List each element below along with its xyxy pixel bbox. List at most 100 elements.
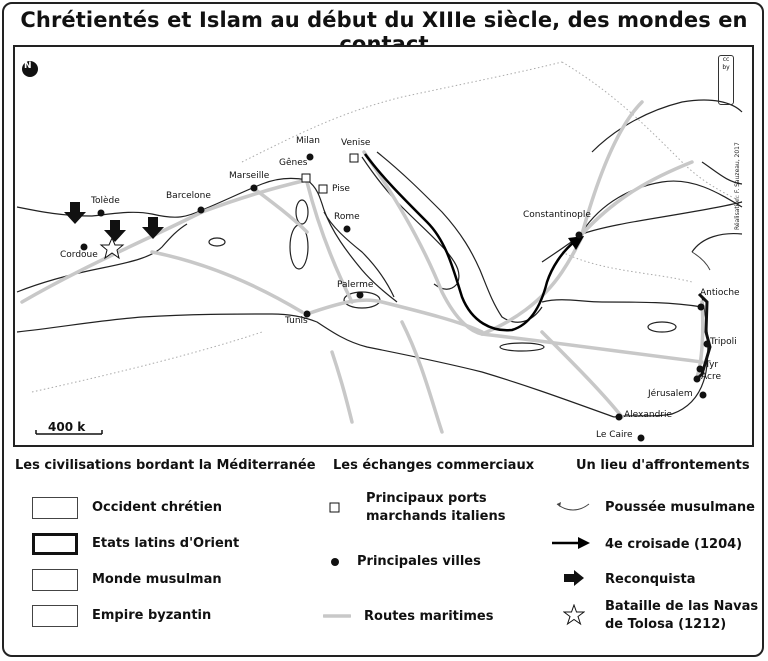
port-genes bbox=[301, 173, 311, 183]
city-acre bbox=[693, 375, 701, 383]
city-tunis bbox=[303, 310, 311, 318]
crusade-arrowhead bbox=[568, 236, 584, 250]
route-crete bbox=[400, 320, 444, 434]
route-west bbox=[20, 178, 309, 304]
legend-heading-echanges: Les échanges commerciaux bbox=[333, 458, 535, 473]
label-palerme: Palerme bbox=[337, 280, 374, 290]
legend-monde-musulman: Monde musulman bbox=[92, 572, 222, 587]
city-tolede bbox=[97, 209, 105, 217]
island-baleares bbox=[208, 237, 226, 247]
route-tyrrhenian bbox=[305, 180, 354, 304]
cc-badge: cc by bbox=[718, 55, 734, 105]
island-crete bbox=[499, 342, 545, 352]
north-badge bbox=[22, 61, 38, 77]
route-east bbox=[480, 332, 704, 364]
label-alexandrie: Alexandrie bbox=[624, 410, 673, 420]
city-jerusalem bbox=[699, 391, 707, 399]
swatch-monde-musulman bbox=[32, 569, 78, 591]
map-svg bbox=[16, 61, 743, 442]
city-constantinople bbox=[575, 231, 583, 239]
city-palerme bbox=[356, 291, 364, 299]
border-anatolia bbox=[561, 251, 693, 283]
crusade-route bbox=[363, 153, 575, 332]
city-alexandrie bbox=[615, 413, 623, 421]
reconquista-arrow-3 bbox=[142, 217, 164, 239]
scale-bar bbox=[35, 430, 103, 435]
city-antioche bbox=[697, 303, 705, 311]
route-blacksea bbox=[580, 160, 694, 236]
port-pise bbox=[318, 184, 328, 194]
coast-east bbox=[691, 232, 743, 253]
legend-croisade: 4e croisade (1204) bbox=[605, 537, 743, 552]
route-blacksea-2 bbox=[580, 100, 644, 236]
coast-blacksea-n bbox=[591, 99, 743, 153]
label-pise: Pise bbox=[332, 184, 350, 194]
label-le-caire: Le Caire bbox=[596, 430, 633, 440]
swatch-empire-byzantin bbox=[32, 605, 78, 627]
border-africa bbox=[31, 331, 263, 393]
legend-bataille: Bataille de las Navas de Tolosa (1212) bbox=[605, 599, 759, 632]
legend-star-icon bbox=[563, 604, 585, 626]
route-adriatic bbox=[362, 150, 484, 336]
legend-port-icon bbox=[329, 502, 340, 513]
label-venise: Venise bbox=[341, 138, 371, 148]
island-corsica bbox=[295, 199, 309, 225]
latin-states bbox=[694, 292, 712, 382]
reconquista-arrow-1 bbox=[64, 202, 86, 224]
city-le-caire bbox=[637, 434, 645, 442]
label-marseille: Marseille bbox=[229, 171, 270, 181]
coast-spain-south bbox=[16, 223, 188, 293]
label-tunis: Tunis bbox=[285, 316, 308, 326]
legend-reconquista-icon bbox=[564, 570, 584, 586]
label-genes: Gênes bbox=[279, 158, 308, 168]
coast-africa bbox=[16, 313, 615, 418]
north-letter: N bbox=[24, 61, 32, 71]
legend-ports: Principaux ports marchands italiens bbox=[366, 491, 506, 524]
coast-aegean bbox=[541, 201, 743, 263]
label-constantinople: Constantinople bbox=[523, 210, 591, 220]
scale-label: 400 k bbox=[48, 420, 86, 434]
island-cyprus bbox=[647, 321, 677, 333]
label-tripoli: Tripoli bbox=[710, 337, 737, 347]
coast-anatolia bbox=[541, 299, 703, 308]
poussee-arrow bbox=[691, 251, 711, 271]
city-marseille bbox=[250, 184, 258, 192]
coast-balkans bbox=[376, 151, 543, 323]
coast-italy-2 bbox=[323, 211, 395, 298]
legend-poussee-icon bbox=[556, 502, 590, 511]
label-barcelone: Barcelone bbox=[166, 191, 211, 201]
legend-route-icon bbox=[323, 614, 351, 618]
coast-gulf bbox=[701, 161, 743, 185]
coast-blacksea bbox=[581, 180, 743, 233]
route-marseille bbox=[250, 185, 309, 234]
legend-heading-affrontements: Un lieu d'affrontements bbox=[576, 458, 750, 473]
legend-croisade-icon bbox=[552, 537, 590, 549]
label-acre: Acre bbox=[701, 372, 721, 382]
route-africa bbox=[150, 250, 304, 314]
legend-etats-latins: Etats latins d'Orient bbox=[92, 536, 240, 551]
route-egypt bbox=[540, 330, 624, 419]
map-panel bbox=[13, 45, 754, 447]
port-venise bbox=[349, 153, 359, 163]
coast-iberia bbox=[16, 177, 398, 303]
route-aegean bbox=[480, 235, 584, 336]
legend-occident: Occident chrétien bbox=[92, 500, 222, 515]
label-cordoue: Cordoue bbox=[60, 250, 98, 260]
label-tolede: Tolède bbox=[91, 196, 120, 206]
city-barcelone bbox=[197, 206, 205, 214]
route-south bbox=[330, 350, 354, 424]
legend-city-dot-icon bbox=[331, 558, 339, 566]
reconquista-arrow-2 bbox=[104, 220, 126, 242]
label-jerusalem: Jérusalem bbox=[648, 389, 693, 399]
credit-text: Réalisation: F. Sauzeau, 2017 bbox=[734, 142, 741, 230]
legend-reconquista: Reconquista bbox=[605, 572, 696, 587]
legend-poussee: Poussée musulmane bbox=[605, 500, 755, 515]
label-antioche: Antioche bbox=[700, 288, 740, 298]
legend-empire-byzantin: Empire byzantin bbox=[92, 608, 212, 623]
label-tyr: Tyr bbox=[705, 360, 719, 370]
city-tyr bbox=[696, 365, 704, 373]
battle-star bbox=[99, 236, 125, 260]
label-rome: Rome bbox=[334, 212, 360, 222]
city-rome bbox=[343, 225, 351, 233]
